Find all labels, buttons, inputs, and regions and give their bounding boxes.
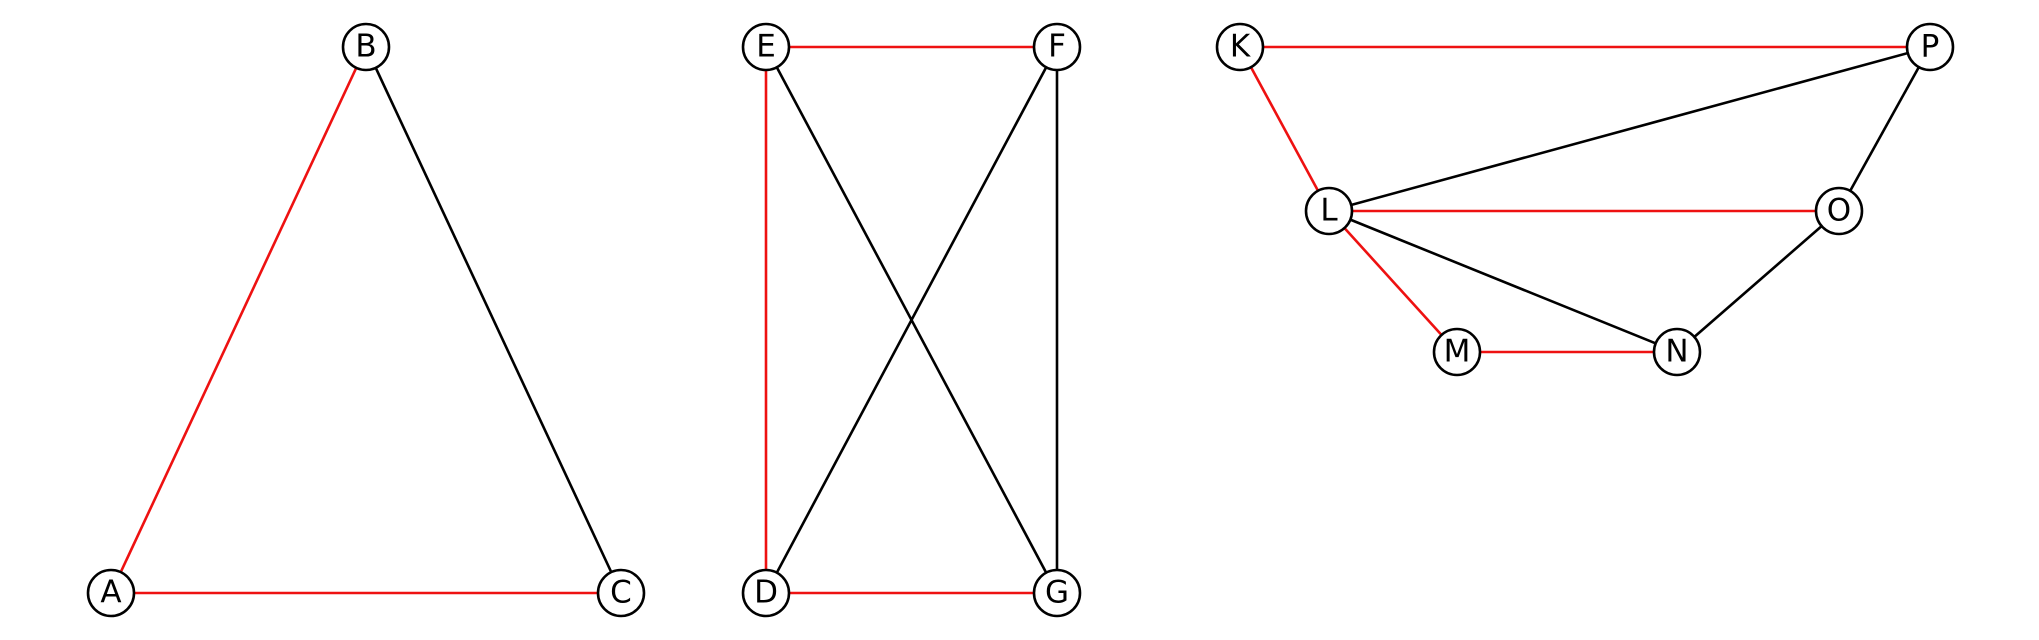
node-label: F	[1048, 29, 1066, 65]
node-label: D	[754, 575, 778, 611]
node-k: K	[1215, 22, 1265, 72]
node-e: E	[741, 22, 791, 72]
node-circle	[1032, 22, 1082, 72]
node-circle	[341, 22, 391, 72]
node-label: L	[1320, 193, 1338, 229]
node-l: L	[1304, 186, 1354, 236]
node-circle	[86, 568, 136, 618]
node-circle	[1814, 186, 1864, 236]
node-circle	[1432, 327, 1482, 377]
edge-o-n	[1676, 210, 1840, 353]
edge-f-d	[764, 46, 1059, 594]
edge-k-l	[1238, 46, 1331, 212]
node-circle	[1032, 568, 1082, 618]
node-label: B	[355, 29, 376, 65]
node-g: G	[1032, 568, 1082, 618]
edge-l-n	[1328, 209, 1678, 354]
node-label: M	[1444, 334, 1471, 370]
nodes-layer: A B C E F D G K P L O M N	[86, 22, 1955, 618]
node-f: F	[1032, 22, 1082, 72]
node-label: O	[1827, 193, 1851, 229]
node-label: P	[1921, 29, 1940, 65]
node-label: E	[756, 29, 776, 65]
node-label: C	[610, 575, 632, 611]
node-circle	[596, 568, 646, 618]
edge-l-m	[1328, 210, 1458, 353]
node-o: O	[1814, 186, 1864, 236]
node-p: P	[1905, 22, 1955, 72]
node-label: N	[1665, 334, 1688, 370]
node-circle	[741, 568, 791, 618]
edges-layer	[109, 45, 1932, 595]
node-circle	[741, 22, 791, 72]
edge-a-b	[109, 46, 368, 594]
node-circle	[1652, 327, 1702, 377]
node-b: B	[341, 22, 391, 72]
node-label: K	[1230, 29, 1251, 65]
node-a: A	[86, 568, 136, 618]
edge-p-o	[1837, 46, 1932, 212]
node-d: D	[741, 568, 791, 618]
node-circle	[1215, 22, 1265, 72]
node-c: C	[596, 568, 646, 618]
node-circle	[1304, 186, 1354, 236]
node-label: G	[1045, 575, 1069, 611]
node-circle	[1905, 22, 1955, 72]
node-n: N	[1652, 327, 1702, 377]
edge-l-p	[1328, 45, 1931, 213]
edge-b-c	[364, 46, 623, 594]
node-m: M	[1432, 327, 1482, 377]
node-label: A	[100, 575, 121, 611]
